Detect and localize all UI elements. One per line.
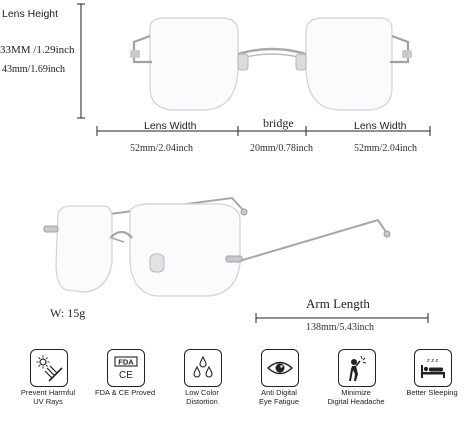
zzz-text: z z z [427, 358, 439, 364]
sleeping-bed-icon: z z z [414, 349, 452, 387]
right-nose-pad [295, 53, 307, 71]
lens-width-left-value: 52mm/2.04inch [130, 143, 194, 154]
bridge-title: bridge [263, 116, 294, 130]
feature-label-sleep: Better Sleeping [406, 388, 458, 397]
lens-height-title: Lens Height [2, 8, 59, 20]
eye-icon [261, 349, 299, 387]
lens-width-right-title: Lens Width [354, 120, 407, 132]
lens-height-value-a: 33MM /1.29inch [0, 44, 75, 56]
front-left-hinge [132, 34, 152, 64]
feature-label-fda: FDA & CE Proved [94, 388, 156, 397]
front-left-lens [149, 17, 239, 111]
lens-height-value-b: 43mm/1.69inch [2, 64, 66, 75]
front-bridge [237, 47, 307, 56]
lens-width-left-title: Lens Width [144, 120, 197, 132]
ce-text: CE [119, 370, 133, 381]
front-right-lens [305, 17, 393, 111]
fda-ce-icon: FDA CE [107, 349, 145, 387]
arm-length-value: 138mm/5.43inch [306, 322, 375, 333]
front-right-hinge [390, 34, 410, 64]
side-view-glasses [43, 196, 391, 297]
uv-protection-icon [30, 349, 68, 387]
left-nose-pad [237, 53, 249, 71]
weight-label: W: 15g [50, 306, 86, 320]
water-drops-icon [184, 349, 222, 387]
arm-length-title: Arm Length [306, 296, 370, 311]
headache-person-icon [338, 349, 376, 387]
fda-text: FDA [118, 358, 134, 367]
lens-width-right-value: 52mm/2.04inch [354, 143, 418, 154]
bridge-value: 20mm/0.78inch [250, 143, 314, 154]
